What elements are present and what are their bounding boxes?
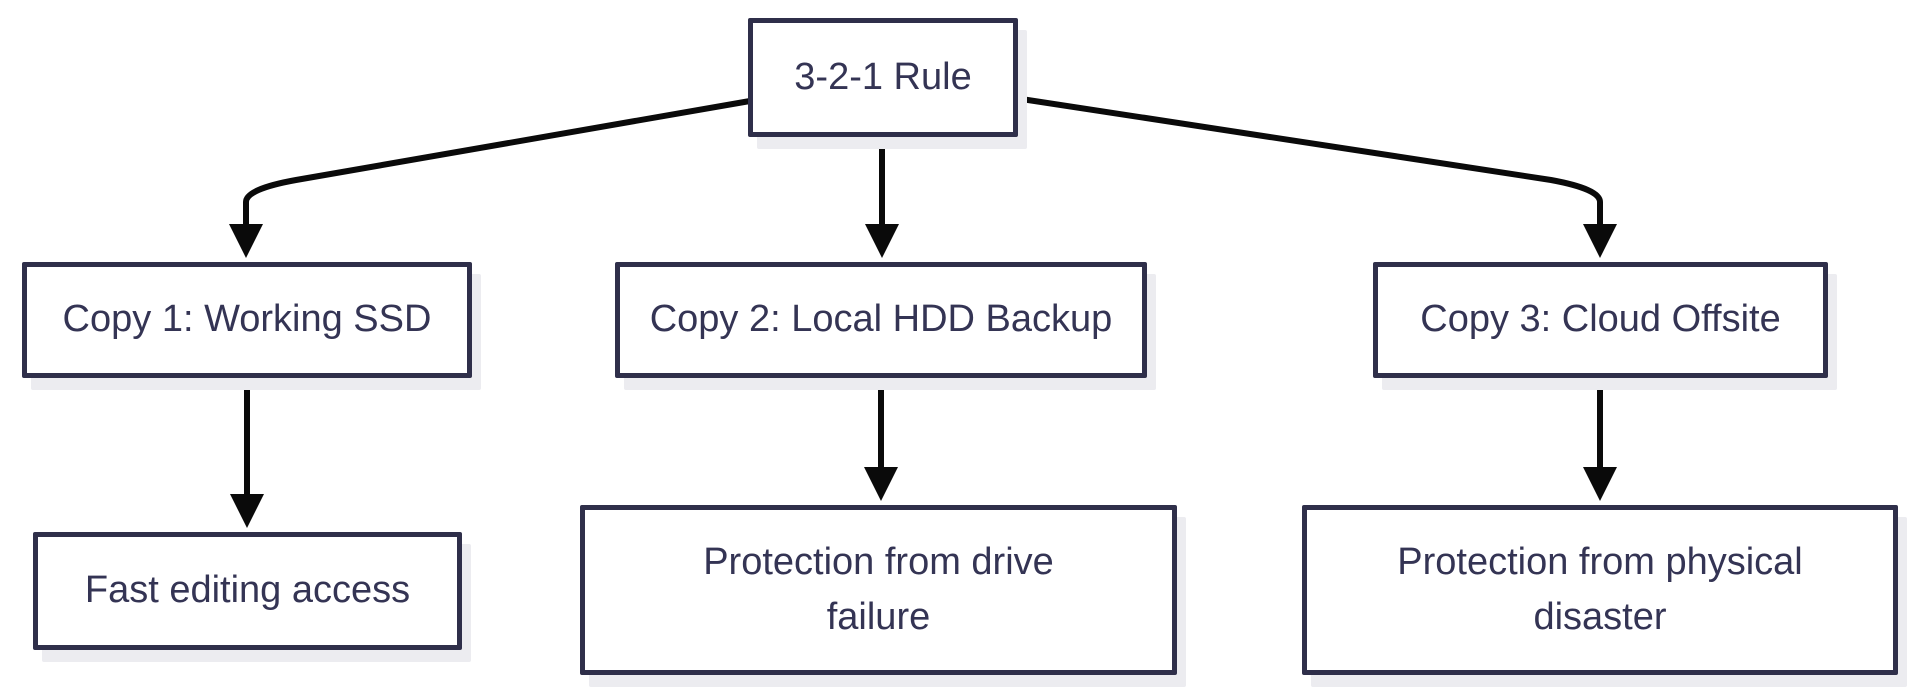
node-protection-physical-disaster: Protection from physical disaster [1302,505,1898,675]
edge-copy3-benefit3 [1583,377,1617,501]
node-copy1-working-ssd: Copy 1: Working SSD [22,262,472,378]
arrowhead-copy1-benefit1 [230,494,264,528]
edge-root-copy2 [865,136,899,258]
arrowhead-root-copy3 [1583,224,1617,258]
node-label: Fast editing access [84,569,411,612]
arrowhead-copy2-benefit2 [864,467,898,501]
edge-root-copy1 [229,98,751,258]
node-label: Copy 3: Cloud Offsite [1420,298,1781,341]
node-label: Copy 2: Local HDD Backup [649,298,1113,341]
edge-copy1-benefit1 [230,377,264,528]
node-321-rule: 3-2-1 Rule [748,18,1018,137]
edge-root-copy3 [1014,95,1617,258]
arrowhead-root-copy1 [229,224,263,258]
arrowhead-root-copy2 [865,224,899,258]
node-fast-editing-access: Fast editing access [33,532,462,650]
node-copy2-local-hdd-backup: Copy 2: Local HDD Backup [615,262,1147,378]
node-label: 3-2-1 Rule [794,55,972,98]
node-label: Protection from physical disaster [1397,540,1803,638]
node-copy3-cloud-offsite: Copy 3: Cloud Offsite [1373,262,1828,378]
node-protection-drive-failure: Protection from drive failure [580,505,1177,675]
node-label: Protection from drive failure [703,540,1054,638]
edge-copy2-benefit2 [864,377,898,501]
node-label: Copy 1: Working SSD [62,298,432,341]
arrowhead-copy3-benefit3 [1583,467,1617,501]
